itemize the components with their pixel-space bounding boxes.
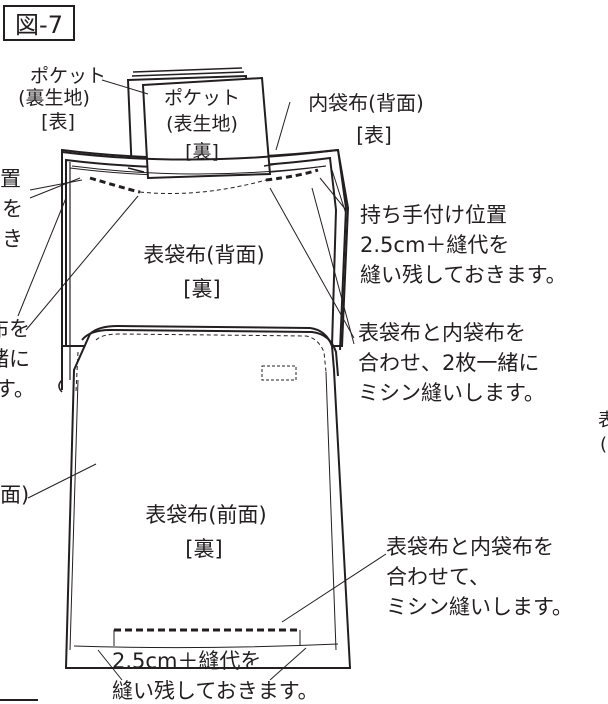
note-handle-line1: 持ち手付け位置 — [360, 203, 507, 227]
note-bottom-line2: 縫い残しておきます。 — [112, 679, 319, 703]
right-cut-text: 表 ( — [598, 410, 608, 455]
back-fine-dashes — [139, 179, 267, 194]
right-cut-line2: ( — [600, 434, 607, 455]
note-handle-line2: 2.5cm＋縫代を — [360, 233, 509, 257]
note-sew-front: 表袋布と内袋布を 合わせて、 ミシン縫いします。 — [386, 535, 573, 619]
back-seam-left-dashes — [89, 176, 141, 194]
right-cut-line1: 表 — [598, 410, 608, 431]
note-handle-position: 持ち手付け位置 2.5cm＋縫代を 縫い残しておきます。 — [360, 203, 567, 287]
label-inner-back-line1: 内袋布(背面) — [308, 91, 424, 115]
label-pocket-outer-line2: (表生地) — [166, 113, 238, 135]
back-seam-right-dashes — [265, 168, 319, 182]
note-sew-back-line3: ミシン縫いします。 — [358, 381, 545, 405]
label-pocket-lining-line1: ポケット — [30, 65, 106, 87]
note-bottom: 2.5cm＋縫代を 縫い残しておきます。 — [112, 649, 319, 703]
note-sew-back: 表袋布と内袋布を 合わせ、2枚一緒に ミシン縫いします。 — [358, 321, 545, 405]
left-cut-2-line3: ます。 — [0, 377, 35, 401]
label-inner-back-line2: [表] — [356, 123, 392, 147]
note-sew-front-line2: 合わせて、 — [386, 565, 490, 589]
figure-label: 図-7 — [3, 5, 75, 41]
label-pocket-lining-line3: [表] — [41, 111, 75, 133]
pocket-outer-sheet — [127, 76, 277, 180]
front-bottom-inner-edge — [73, 643, 339, 649]
label-outer-front-line2: [裏] — [185, 537, 222, 561]
left-cut-1-line3: き — [2, 227, 23, 251]
top-edge-line — [61, 149, 339, 161]
leader-lines — [17, 79, 387, 681]
left-piping — [58, 379, 63, 393]
label-outer-back-line1: 表袋布(背面) — [143, 243, 264, 267]
note-sew-front-line1: 表袋布と内袋布を — [386, 535, 554, 559]
front-panel — [64, 324, 352, 669]
note-handle-line3: 縫い残しておきます。 — [360, 263, 567, 287]
label-outer-front: 表袋布(前面) [裏] — [145, 503, 266, 561]
left-cut-2-line2: 緒に — [0, 347, 30, 371]
label-outer-back-line2: [裏] — [183, 277, 220, 301]
label-outer-back: 表袋布(背面) [裏] — [143, 243, 264, 301]
label-pocket-lining-line2: (裏生地) — [18, 87, 90, 109]
left-cut-text-3: 面) — [0, 483, 29, 507]
left-cut-text-1: 置 を き — [0, 167, 23, 251]
note-sew-back-line1: 表袋布と内袋布を — [358, 321, 526, 345]
back-right-side — [337, 149, 348, 351]
note-sew-back-line2: 合わせ、2枚一緒に — [358, 351, 539, 375]
label-inner-back: 内袋布(背面) [表] — [308, 91, 424, 147]
left-cut-2-line1: 布を — [0, 317, 30, 341]
note-sew-front-line3: ミシン縫いします。 — [386, 595, 573, 619]
label-outer-front-line1: 表袋布(前面) — [145, 503, 266, 527]
label-pocket-outer-line1: ポケット — [164, 87, 240, 109]
left-cut-1-line1: 置 — [0, 167, 21, 191]
label-pocket-lining: ポケット (裏生地) [表] — [18, 65, 106, 133]
figure-label-text: 図-7 — [15, 11, 63, 39]
top-inner-edge-line — [71, 165, 327, 175]
left-cut-text-2: 布を 緒に ます。 — [0, 317, 35, 401]
note-bottom-line1: 2.5cm＋縫代を — [112, 649, 261, 673]
left-cut-1-line2: を — [2, 197, 23, 221]
label-pocket-outer-line3: [裏] — [185, 141, 219, 163]
label-pocket-outer: ポケット (表生地) [裏] — [164, 87, 240, 163]
